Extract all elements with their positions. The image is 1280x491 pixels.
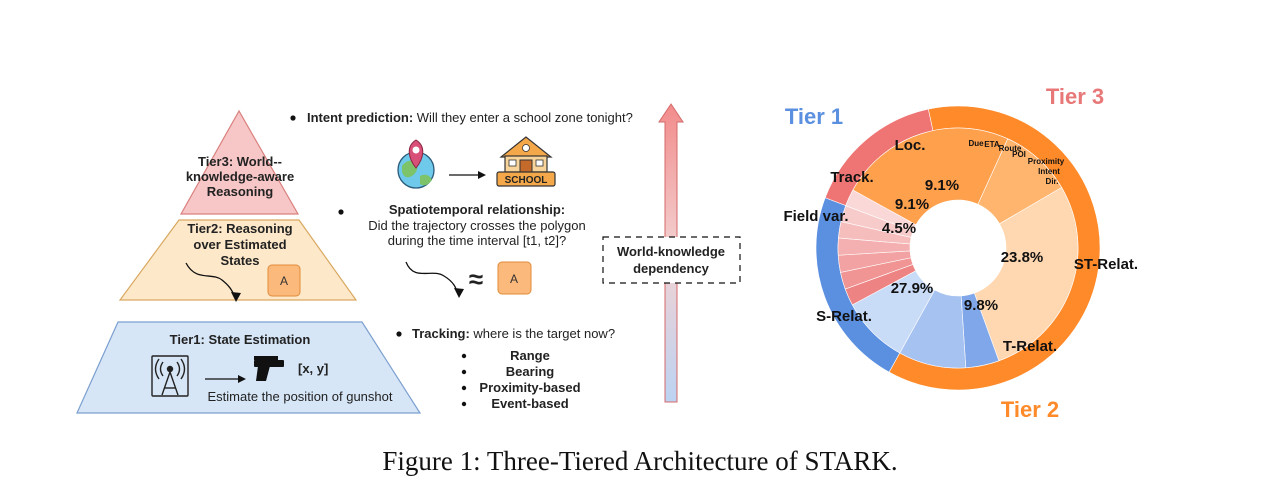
school-label: SCHOOL — [505, 175, 548, 186]
approx-symbol: ≈ — [469, 264, 483, 294]
slice-label-dir: Dir. — [1046, 177, 1059, 186]
figure-caption: Figure 1: Three-Tiered Architecture of S… — [382, 446, 898, 476]
spatio-badge-box — [497, 261, 532, 295]
slice-value-t-relat: 9.8% — [964, 297, 998, 314]
sub-bullet-dot — [461, 353, 467, 359]
slice-value-s-relat: 27.9% — [891, 280, 934, 297]
dependency-label-line-2: dependency — [633, 261, 710, 276]
gun-icon — [254, 356, 284, 381]
slice-label-proximity: Proximity — [1028, 157, 1065, 166]
tier3-line-3: Reasoning — [207, 184, 274, 199]
slice-label-intent: Intent — [1038, 167, 1060, 176]
antenna-icon — [151, 355, 189, 397]
tracking-item-event: Event-based — [491, 396, 568, 411]
slice-label-field-var: Field var. — [783, 208, 848, 225]
tier2-arrowhead — [231, 292, 241, 302]
slice-value-loc: 9.1% — [925, 177, 959, 194]
inner-slice-track — [899, 289, 967, 369]
tier3-triangle — [179, 109, 300, 215]
dependency-label-line-1: World-knowledge — [617, 244, 725, 259]
school-icon — [496, 136, 556, 187]
slice-label-due: Due — [968, 139, 984, 148]
tier3-heading: Tier 3 — [1046, 84, 1104, 109]
spatio-line-3: during the time interval [t1, t2]? — [388, 233, 566, 248]
dependency-arrow: World-knowledge dependency — [602, 103, 741, 403]
tracking-text: where is the target now? — [470, 326, 615, 341]
slice-label-track: Track. — [830, 169, 873, 186]
spatio-squiggle-arrow — [405, 261, 459, 295]
slice-label-t-relat: T-Relat. — [1003, 338, 1057, 355]
tracking-item-proximity: Proximity-based — [479, 380, 580, 395]
tier2-line-1: Tier2: Reasoning — [187, 221, 292, 236]
pyramid: Tier3: World-- knowledge-aware Reasoning… — [76, 109, 422, 414]
tier1-arrowhead — [238, 375, 246, 383]
globe-pin-icon — [397, 139, 435, 189]
tier1-output: [x, y] — [298, 361, 328, 376]
bullet-dot-intent — [290, 115, 296, 121]
inner-slice-st-relat — [852, 127, 1009, 226]
tier3-line-1: Tier3: World-- — [198, 154, 282, 169]
tier2-line-3: States — [220, 253, 259, 268]
bullet-dot-tracking — [396, 331, 402, 337]
spatio-arrowhead — [454, 288, 464, 298]
intent-arrowhead — [478, 171, 486, 179]
sub-bullet-dot — [461, 369, 467, 375]
slice-label-s-relat: S-Relat. — [816, 308, 872, 325]
tier2-heading: Tier 2 — [1001, 397, 1059, 422]
slice-label-poi: POI — [1012, 150, 1026, 159]
slice-label-st-relat: ST-Relat. — [1074, 256, 1138, 273]
slice-label-eta: ETA — [984, 140, 1000, 149]
tier3-line-2: knowledge-aware — [186, 169, 294, 184]
tier2-badge-label: A — [280, 274, 288, 288]
donut-labels: Tier 1 Tier 3 Tier 2 Loc. 9.1% Track. 9.… — [783, 84, 1138, 422]
slice-value-st-relat: 23.8% — [1001, 249, 1044, 266]
donut-chart — [815, 105, 1101, 391]
tracking-item-range: Range — [510, 348, 550, 363]
dependency-label-box — [602, 236, 741, 284]
sub-bullet-dot — [461, 401, 467, 407]
intent-bold: Intent prediction: — [307, 110, 413, 125]
bullet-dot-spatio — [338, 209, 344, 215]
bullets: Intent prediction: Will they enter a sch… — [290, 110, 633, 411]
intent-line: Intent prediction: Will they enter a sch… — [307, 110, 633, 125]
spatio-bold: Spatiotemporal relationship: — [389, 202, 565, 217]
slice-value-track: 9.1% — [895, 196, 929, 213]
tier1-trapezoid — [76, 321, 422, 414]
slice-label-loc: Loc. — [895, 137, 926, 154]
tier2-line-2: over Estimated — [193, 237, 286, 252]
tracking-item-bearing: Bearing — [506, 364, 554, 379]
tracking-bold: Tracking: — [412, 326, 470, 341]
tier2-badge-box — [267, 264, 301, 297]
tier1-title: Tier1: State Estimation — [170, 332, 311, 347]
inner-slice-s-relat — [973, 187, 1079, 362]
tier1-heading: Tier 1 — [785, 104, 843, 129]
spatio-line-2: Did the trajectory crosses the polygon — [368, 218, 586, 233]
spatio-badge-label: A — [510, 272, 518, 286]
tracking-line: Tracking: where is the target now? — [412, 326, 615, 341]
sub-bullet-dot — [461, 385, 467, 391]
tier1-caption: Estimate the position of gunshot — [207, 389, 392, 404]
slice-label-route: Route — [999, 144, 1022, 153]
slice-value-field-var: 4.5% — [882, 220, 916, 237]
intent-text: Will they enter a school zone tonight? — [413, 110, 633, 125]
